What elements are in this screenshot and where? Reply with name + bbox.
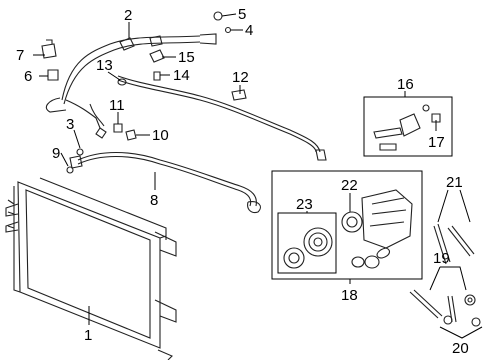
condenser-assembly <box>5 177 177 360</box>
callout-23: 23 <box>296 196 313 213</box>
callout-12: 12 <box>232 69 249 86</box>
callout-1: 1 <box>84 327 92 344</box>
callout-3: 3 <box>66 116 74 133</box>
callout-19: 19 <box>433 250 450 267</box>
callout-18: 18 <box>341 287 358 304</box>
callout-20: 20 <box>452 340 469 357</box>
discharge-line <box>69 151 261 214</box>
callout-13: 13 <box>96 57 113 74</box>
callout-7: 7 <box>16 47 24 64</box>
callout-16: 16 <box>397 76 414 93</box>
liquid-line <box>117 75 327 161</box>
callout-11: 11 <box>109 97 125 114</box>
suction-discharge-hose <box>45 33 217 139</box>
callout-labels: 2 5 4 7 6 15 13 14 12 11 3 10 9 8 1 16 1… <box>16 6 469 357</box>
fittings-hardware <box>41 11 232 174</box>
callout-21: 21 <box>446 174 463 191</box>
callout-10: 10 <box>152 127 169 144</box>
bolts-group <box>409 223 481 327</box>
callout-9: 9 <box>52 145 60 162</box>
callout-14: 14 <box>173 67 190 84</box>
callout-15: 15 <box>178 49 195 66</box>
callout-6: 6 <box>24 68 32 85</box>
callout-17: 17 <box>428 134 445 151</box>
callout-4: 4 <box>245 22 253 39</box>
callout-2: 2 <box>124 7 132 24</box>
callout-5: 5 <box>238 6 246 23</box>
callout-22: 22 <box>341 177 358 194</box>
callout-8: 8 <box>150 192 158 209</box>
bracket-group-box <box>363 96 453 157</box>
leader-lines <box>33 13 483 339</box>
